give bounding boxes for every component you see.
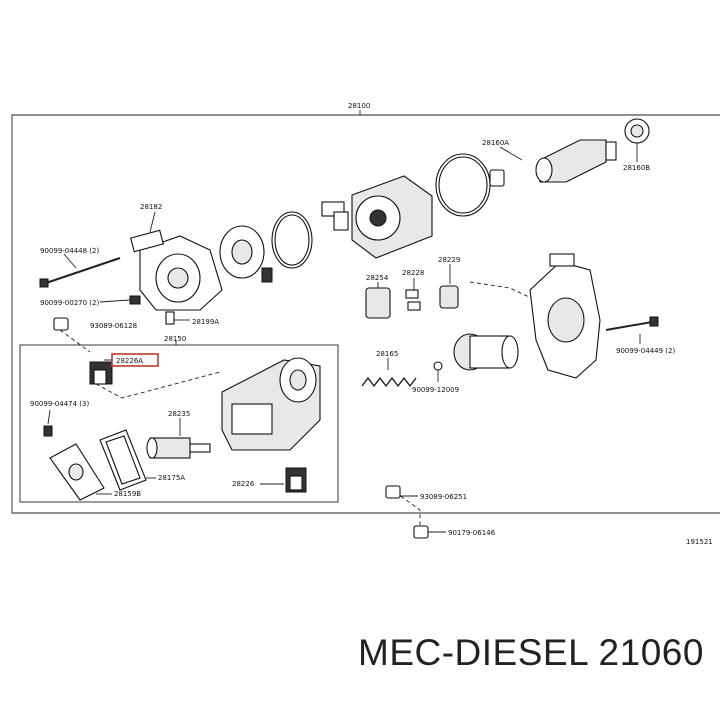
pinion-gear [453,333,519,371]
label-28235: 28235 [168,410,190,418]
end-frame-28182 [130,229,223,311]
label-28160b: 28160B [623,164,650,172]
label-28226: 28226 [232,480,255,488]
bearing-28160b [624,118,650,144]
bushing-28199a [165,311,175,325]
assembly-dash-4 [59,329,91,353]
label-28254: 28254 [366,274,389,282]
label-28165: 28165 [376,350,398,358]
field-yoke [321,175,433,259]
contact-28226 [285,467,307,493]
screw-90099-00270 [129,295,141,305]
label-90179-06146: 90179-06146 [448,529,496,537]
label-28160a: 28160A [482,139,509,147]
label-90099-04474: 90099-04474 (3) [30,400,89,408]
through-bolt-right [605,316,659,331]
label-90099-00270: 90099-00270 (2) [40,299,99,307]
drawing-code: 191521 [686,538,713,546]
label-90099-04448: 90099-04448 (2) [40,247,99,255]
label-90099-12009: 90099-12009 [412,386,459,394]
brush-holder [219,225,273,283]
bushing-part [489,169,505,187]
label-28175a: 28175A [158,474,185,482]
starter-housing [221,357,321,451]
label-28226a: 28226A [116,357,143,365]
label-28228: 28228 [402,269,424,277]
label-28199a: 28199A [192,318,219,326]
ball-90099-12009 [433,361,443,371]
nut-93089-06128 [53,317,69,331]
sub-assembly-number: 28150 [164,335,186,343]
caption: MEC-DIESEL 21060 [358,632,704,673]
solenoid-28160a [535,139,617,183]
assembly-dash-1 [95,371,221,399]
retainer-28228 [405,289,421,311]
roller-28254 [365,287,391,319]
label-28159b: 28159B [114,490,141,498]
assembly-dash-3 [394,491,421,527]
sub-assembly-frame [19,344,339,503]
spring-28165 [361,376,417,388]
nut-90179-06146 [413,525,429,539]
drive-housing [529,253,601,379]
nut-93089-06251 [385,485,401,499]
label-90099-04449: 90099-04449 (2) [616,347,675,355]
label-28229: 28229 [438,256,460,264]
plunger-28235 [146,437,211,459]
screw-90099-04474 [43,425,53,437]
label-28182: 28182 [140,203,162,211]
label-93089-06251: 93089-06251 [420,493,467,501]
retainer-28229 [439,285,459,309]
contact-28226a [89,361,113,385]
assembly-number: 28100 [348,102,370,110]
label-93089-06128: 93089-06128 [90,322,137,330]
through-bolt-left [39,257,121,288]
